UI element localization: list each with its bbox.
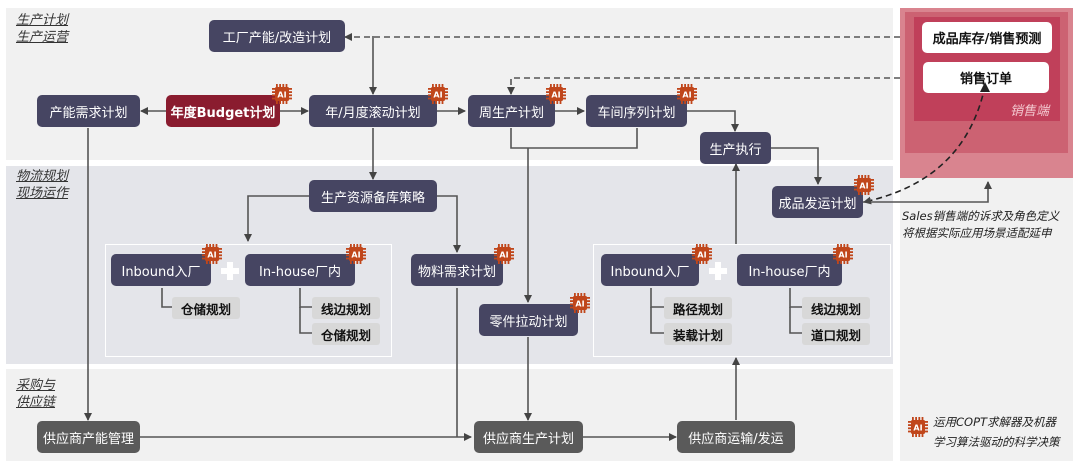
sales-label: 销售端 xyxy=(1010,104,1050,119)
tree-line xyxy=(161,288,176,308)
svg-text:AI: AI xyxy=(277,90,286,99)
node-material-demand[interactable]: 物料需求计划 xyxy=(411,254,503,286)
ai-chip-icon: AI xyxy=(427,83,449,105)
arrowhead xyxy=(980,82,990,92)
svg-text:AI: AI xyxy=(551,90,560,99)
band-label-line: 生产运营 xyxy=(16,30,69,45)
sub-right-inhouse-dock[interactable]: 道口规划 xyxy=(802,323,870,345)
band-label-line: 现场运作 xyxy=(16,186,69,201)
ai-chip-icon: AI xyxy=(676,83,698,105)
band-label-line: 物流规划 xyxy=(16,169,69,184)
band-label-line: 生产计划 xyxy=(16,13,69,28)
band-label-line: 采购与 xyxy=(16,378,56,393)
node-parts-pull[interactable]: 零件拉动计划 xyxy=(479,304,578,336)
svg-text:AI: AI xyxy=(697,250,706,259)
node-weekly-plan[interactable]: 周生产计划 xyxy=(468,95,555,127)
edge xyxy=(686,110,739,132)
edge xyxy=(437,195,461,253)
sales-note: Sales销售端的诉求及角色定义 将根据实际应用场景适配延申 xyxy=(902,208,1059,242)
ai-chip-icon: AI xyxy=(569,292,591,314)
svg-text:AI: AI xyxy=(913,423,922,432)
node-inventory-forecast[interactable]: 成品库存/销售预测 xyxy=(922,22,1052,53)
band-label-logistics: 物流规划 现场运作 xyxy=(16,168,68,202)
ai-chip-icon: AI xyxy=(832,243,854,265)
ai-chip-icon: AI xyxy=(545,83,567,105)
svg-text:AI: AI xyxy=(351,250,360,259)
sales-note-line: Sales销售端的诉求及角色定义 xyxy=(902,209,1060,223)
node-right-inbound[interactable]: Inbound入厂 xyxy=(601,254,699,286)
svg-text:AI: AI xyxy=(682,90,691,99)
legend-ai-icon: AI xyxy=(907,416,929,438)
node-left-inbound[interactable]: Inbound入厂 xyxy=(111,254,211,286)
node-resource-strategy[interactable]: 生产资源备库策略 xyxy=(309,180,437,212)
group-logistics-right xyxy=(593,244,891,357)
sub-left-inhouse-warehouse[interactable]: 仓储规划 xyxy=(312,323,380,345)
svg-text:AI: AI xyxy=(433,90,442,99)
legend-line: 运用COPT求解器及机器 xyxy=(933,415,1057,429)
ai-chip-icon: AI xyxy=(345,243,367,265)
svg-text:AI: AI xyxy=(499,250,508,259)
node-capacity-demand[interactable]: 产能需求计划 xyxy=(37,95,140,127)
ai-chip-icon: AI xyxy=(853,174,875,196)
edge xyxy=(510,128,638,149)
ai-chip-icon: AI xyxy=(493,243,515,265)
legend-note: 运用COPT求解器及机器 学习算法驱动的科学决策 xyxy=(933,412,1060,452)
tree-line xyxy=(299,307,314,334)
band-sales-notes xyxy=(900,178,1073,461)
tree-line xyxy=(789,307,804,334)
node-supplier-transport[interactable]: 供应商运输/发运 xyxy=(677,421,795,453)
tree-line xyxy=(650,307,665,334)
sub-right-inhouse-lineside[interactable]: 线边规划 xyxy=(802,297,870,319)
ai-chip-icon: AI xyxy=(201,243,223,265)
band-label-procurement: 采购与 供应链 xyxy=(16,377,55,411)
sales-note-line: 将根据实际应用场景适配延申 xyxy=(902,226,1052,240)
node-annual-budget[interactable]: 年度Budget计划 xyxy=(166,95,280,127)
node-finished-shipping[interactable]: 成品发运计划 xyxy=(772,186,863,218)
sub-right-inbound-route[interactable]: 路径规划 xyxy=(664,297,732,319)
svg-text:AI: AI xyxy=(859,181,868,190)
tree-line xyxy=(650,288,665,308)
band-label-production: 生产计划 生产运营 xyxy=(16,12,68,46)
sub-right-inbound-loading[interactable]: 装载计划 xyxy=(664,323,732,345)
legend-line: 学习算法驱动的科学决策 xyxy=(933,435,1060,449)
group-logistics-left xyxy=(105,244,392,357)
node-right-inhouse[interactable]: In-house厂内 xyxy=(737,254,842,286)
plus-icon xyxy=(709,262,727,280)
node-workshop-sequence[interactable]: 车间序列计划 xyxy=(586,95,687,127)
ai-chip-icon: AI xyxy=(691,243,713,265)
svg-text:AI: AI xyxy=(207,250,216,259)
node-factory-capacity[interactable]: 工厂产能/改造计划 xyxy=(209,20,345,52)
node-left-inhouse[interactable]: In-house厂内 xyxy=(245,254,355,286)
dashed-edge-sales-order xyxy=(863,85,986,205)
edge xyxy=(244,195,309,242)
ai-chip-icon: AI xyxy=(271,83,293,105)
node-supplier-production[interactable]: 供应商生产计划 xyxy=(474,421,583,453)
plus-icon xyxy=(221,262,239,280)
edge xyxy=(771,147,822,185)
svg-text:AI: AI xyxy=(575,299,584,308)
dashed-edge xyxy=(507,77,900,95)
edge xyxy=(862,181,992,203)
sub-left-inhouse-lineside[interactable]: 线边规划 xyxy=(312,297,380,319)
node-production-exec[interactable]: 生产执行 xyxy=(700,132,771,164)
svg-text:AI: AI xyxy=(838,250,847,259)
band-label-line: 供应链 xyxy=(16,395,56,410)
node-rolling-plan[interactable]: 年/月度滚动计划 xyxy=(309,95,437,127)
sub-left-inbound-warehouse[interactable]: 仓储规划 xyxy=(172,297,240,319)
node-supplier-capacity[interactable]: 供应商产能管理 xyxy=(37,421,140,453)
